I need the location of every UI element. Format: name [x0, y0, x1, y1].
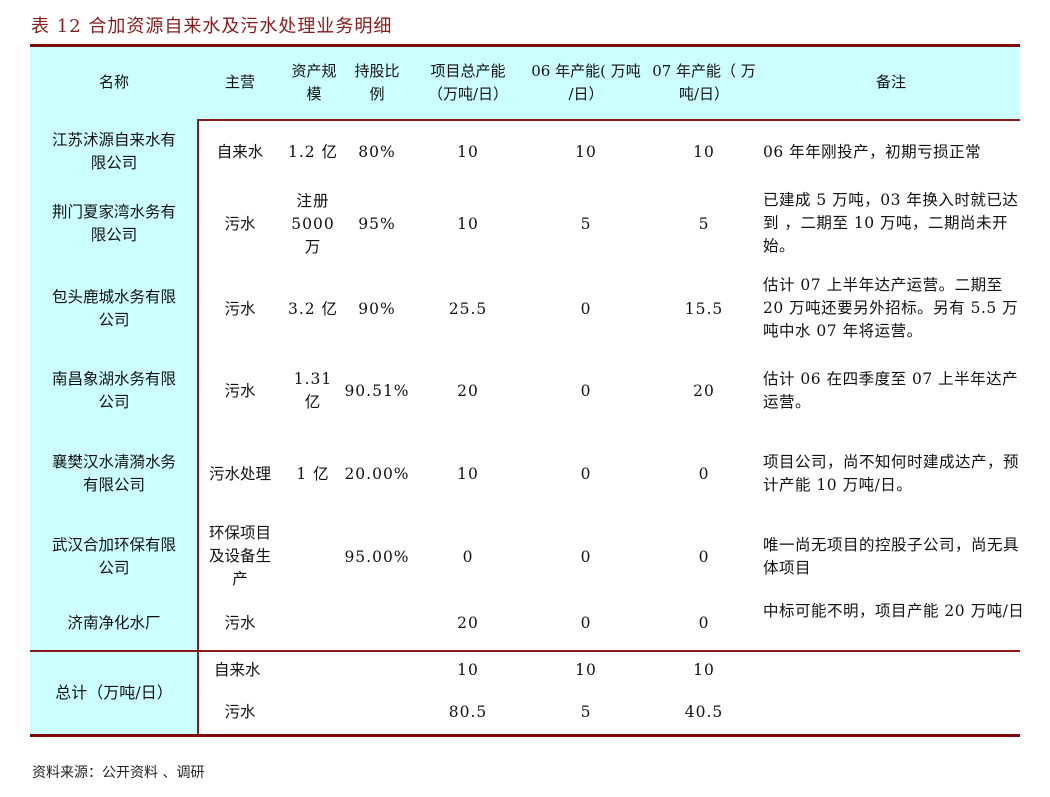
cell-notes: 中标可能不明，项目产能 20 万吨/日 — [763, 602, 1025, 620]
cell-cap07: 15.5 — [684, 300, 724, 318]
cell-business: 污水处理 — [208, 465, 271, 483]
cell-notes: 06 年年刚投产，初期亏损正常 — [763, 143, 982, 161]
cell-total: 10 — [457, 143, 479, 161]
header-row — [30, 47, 1020, 119]
table-title: 表 12 合加资源自来水及污水处理业务明细 — [31, 16, 393, 37]
name-column-divider — [197, 119, 199, 735]
cell-total: 10 — [457, 465, 479, 483]
header-total-capacity: 项目总产能 （万吨/日） — [427, 62, 509, 103]
cell-cap07: 0 — [698, 548, 710, 566]
cell-business: 环保项目 及设备生 产 — [208, 524, 271, 588]
total-cap07: 10 — [693, 661, 715, 679]
total-cap07: 40.5 — [684, 703, 724, 721]
cell-business: 污水 — [224, 300, 256, 318]
cell-cap06: 0 — [580, 465, 592, 483]
cell-business: 污水 — [224, 614, 256, 632]
cell-name: 襄樊汉水清漪水务 有限公司 — [51, 453, 176, 494]
bottom-rule — [30, 734, 1020, 737]
cell-cap07: 5 — [698, 215, 710, 233]
total-total: 80.5 — [448, 703, 488, 721]
cell-assets: 注册 5000 万 — [291, 192, 335, 256]
header-rule — [198, 119, 1020, 121]
source-note: 资料来源：公开资料 、调研 — [32, 765, 205, 781]
cell-stake: 80% — [358, 143, 396, 161]
cell-notes: 估计 06 在四季度至 07 上半年达产运营。 — [763, 370, 1019, 411]
header-cap06: 06 年产能( 万吨 /日） — [531, 62, 641, 103]
cell-total: 20 — [457, 614, 479, 632]
cell-stake: 90.51% — [344, 382, 410, 400]
cell-business: 污水 — [224, 215, 256, 233]
header-stake: 持股比 例 — [354, 62, 400, 103]
cell-stake: 20.00% — [344, 465, 410, 483]
cell-cap07: 0 — [698, 614, 710, 632]
cell-name: 包头鹿城水务有限 公司 — [51, 288, 176, 329]
total-cap06: 5 — [580, 703, 592, 721]
total-rule — [30, 650, 1020, 652]
cell-stake: 95% — [358, 215, 396, 233]
cell-stake: 90% — [358, 300, 396, 318]
header-name: 名称 — [98, 73, 129, 91]
cell-assets: 3.2 亿 — [287, 300, 339, 318]
cell-cap07: 20 — [693, 382, 715, 400]
cell-total: 10 — [457, 215, 479, 233]
total-cap06: 10 — [575, 661, 597, 679]
cell-cap06: 10 — [575, 143, 597, 161]
cell-name: 江苏沭源自来水有 限公司 — [51, 131, 176, 172]
total-type: 污水 — [224, 703, 256, 721]
cell-cap06: 0 — [580, 300, 592, 318]
cell-business: 污水 — [224, 382, 256, 400]
cell-notes: 已建成 5 万吨，03 年换入时就已达到 ，二期至 10 万吨，二期尚未开始。 — [763, 191, 1019, 255]
cell-cap06: 5 — [580, 215, 592, 233]
cell-business: 自来水 — [216, 143, 264, 161]
cell-notes: 估计 07 上半年达产运营。二期至 20 万吨还要另外招标。另有 5.5 万吨中… — [763, 276, 1019, 340]
header-cap07: 07 年产能（ 万 吨/日） — [652, 62, 756, 103]
header-business: 主营 — [224, 73, 255, 91]
total-label: 总计（万吨/日） — [55, 683, 173, 702]
total-total: 10 — [457, 661, 479, 679]
cell-assets: 1 亿 — [296, 465, 330, 483]
name-column-background — [30, 119, 198, 734]
cell-name: 济南净化水厂 — [67, 614, 161, 632]
cell-cap07: 0 — [698, 465, 710, 483]
total-type: 自来水 — [214, 661, 261, 679]
cell-cap06: 0 — [580, 548, 592, 566]
header-notes: 备注 — [875, 73, 906, 91]
cell-cap07: 10 — [693, 143, 715, 161]
cell-assets: 1.31 亿 — [293, 370, 333, 411]
cell-cap06: 0 — [580, 382, 592, 400]
header-assets: 资产规 模 — [291, 62, 337, 103]
cell-name: 南昌象湖水务有限 公司 — [51, 370, 176, 411]
cell-total: 0 — [462, 548, 474, 566]
cell-notes: 项目公司，尚不知何时建成达产，预计产能 10 万吨/日。 — [763, 453, 1020, 494]
cell-total: 25.5 — [448, 300, 488, 318]
cell-assets: 1.2 亿 — [287, 143, 339, 161]
cell-total: 20 — [457, 382, 479, 400]
cell-name: 武汉合加环保有限 公司 — [51, 536, 176, 577]
cell-stake: 95.00% — [344, 548, 410, 566]
top-rule — [30, 44, 1020, 47]
cell-name: 荆门夏家湾水务有 限公司 — [51, 203, 176, 244]
cell-notes: 唯一尚无项目的控股子公司，尚无具体项目 — [763, 536, 1020, 577]
cell-cap06: 0 — [580, 614, 592, 632]
